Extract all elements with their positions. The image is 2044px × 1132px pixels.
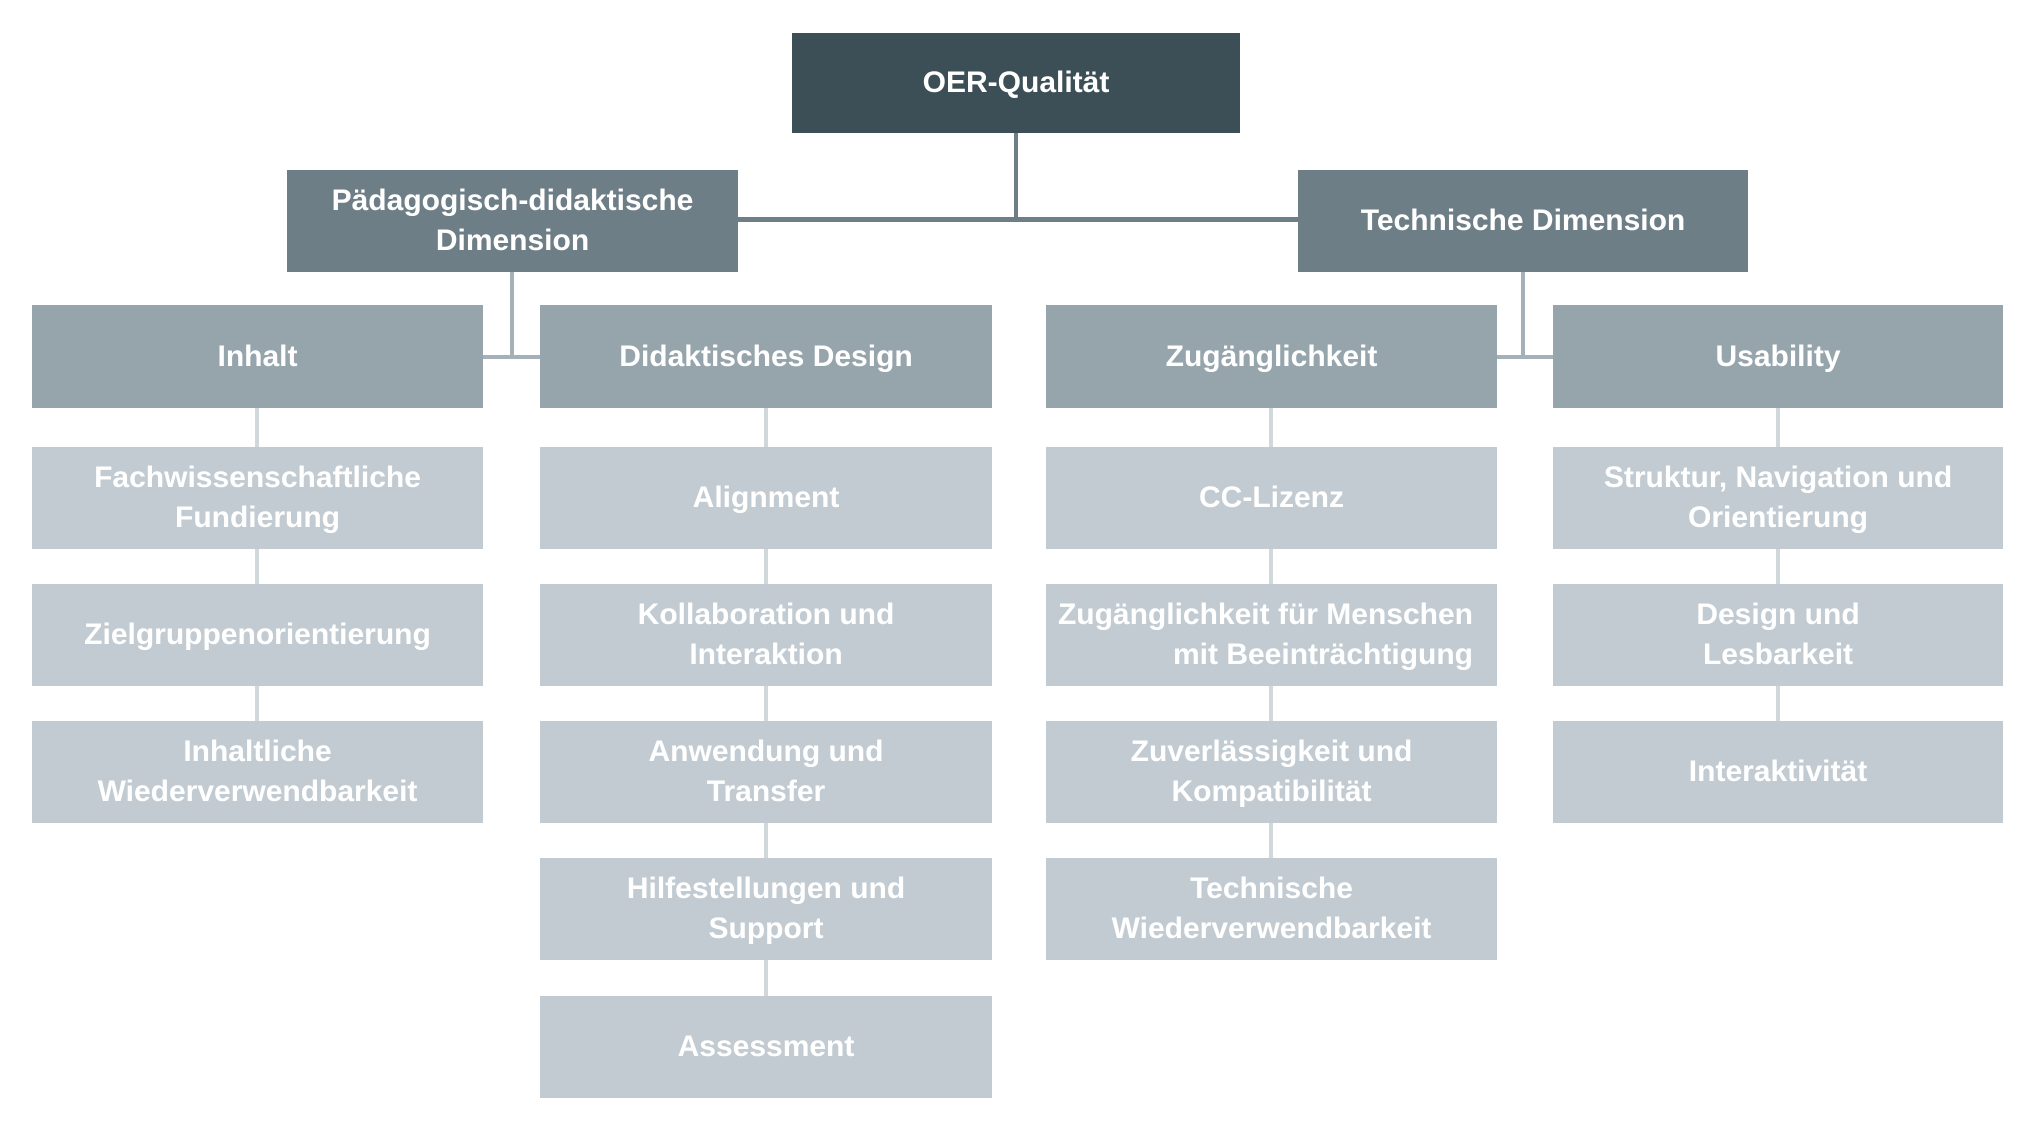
item-box-hilfestellungen-und-support: Hilfestellungen und Support — [540, 858, 992, 960]
item-box-anwendung-und-transfer: Anwendung und Transfer — [540, 721, 992, 823]
item-box-technische-wiederverwendbarkeit: Technische Wiederverwendbarkeit — [1046, 858, 1497, 960]
connector-col4-seg1 — [1776, 408, 1780, 447]
item-box-cc-lizenz: CC-Lizenz — [1046, 447, 1497, 549]
connector-dim-right-vertical — [1521, 272, 1525, 359]
item-box-kollaboration-und-interaktion: Kollaboration und Interaktion — [540, 584, 992, 686]
connector-col2-seg3 — [764, 686, 768, 721]
dimension-box-technisch: Technische Dimension — [1298, 170, 1748, 272]
item-box-zuverlaessigkeit-und-kompatibilitaet: Zuverlässigkeit und Kompatibilität — [1046, 721, 1497, 823]
connector-col3-seg4 — [1269, 823, 1273, 858]
dimension-box-paedagogisch-didaktisch: Pädagogisch-didaktische Dimension — [287, 170, 738, 272]
item-box-assessment: Assessment — [540, 996, 992, 1098]
connector-dim-left-vertical — [510, 272, 514, 359]
connector-dimensions-horizontal — [738, 217, 1298, 222]
item-box-fachwissenschaftliche-fundierung: Fachwissenschaftliche Fundierung — [32, 447, 483, 549]
connector-col2-seg5 — [764, 960, 768, 996]
root-box-oer-qualitaet: OER-Qualität — [792, 33, 1240, 133]
item-box-struktur-navigation-orientierung: Struktur, Navigation und Orientierung — [1553, 447, 2003, 549]
connector-col1-seg2 — [255, 549, 259, 584]
connector-dim-left-horizontal — [483, 355, 540, 359]
item-box-inhaltliche-wiederverwendbarkeit: Inhaltliche Wiederverwendbarkeit — [32, 721, 483, 823]
connector-col4-seg2 — [1776, 549, 1780, 584]
item-box-interaktivitaet: Interaktivität — [1553, 721, 2003, 823]
category-box-didaktisches-design: Didaktisches Design — [540, 305, 992, 408]
connector-col1-seg1 — [255, 408, 259, 447]
connector-col3-seg3 — [1269, 686, 1273, 721]
connector-col2-seg2 — [764, 549, 768, 584]
connector-col1-seg3 — [255, 686, 259, 721]
item-box-zugaenglichkeit-beeintraechtigung: Zugänglichkeit für Menschen mit Beeinträ… — [1046, 584, 1497, 686]
connector-dim-right-horizontal — [1497, 355, 1553, 359]
item-box-zielgruppenorientierung: Zielgruppenorientierung — [32, 584, 483, 686]
item-box-alignment: Alignment — [540, 447, 992, 549]
category-box-usability: Usability — [1553, 305, 2003, 408]
connector-col2-seg1 — [764, 408, 768, 447]
connector-col2-seg4 — [764, 823, 768, 858]
category-box-inhalt: Inhalt — [32, 305, 483, 408]
category-box-zugaenglichkeit: Zugänglichkeit — [1046, 305, 1497, 408]
item-box-design-und-lesbarkeit: Design und Lesbarkeit — [1553, 584, 2003, 686]
connector-col3-seg1 — [1269, 408, 1273, 447]
connector-root-vertical — [1014, 133, 1018, 222]
connector-col3-seg2 — [1269, 549, 1273, 584]
connector-col4-seg3 — [1776, 686, 1780, 721]
